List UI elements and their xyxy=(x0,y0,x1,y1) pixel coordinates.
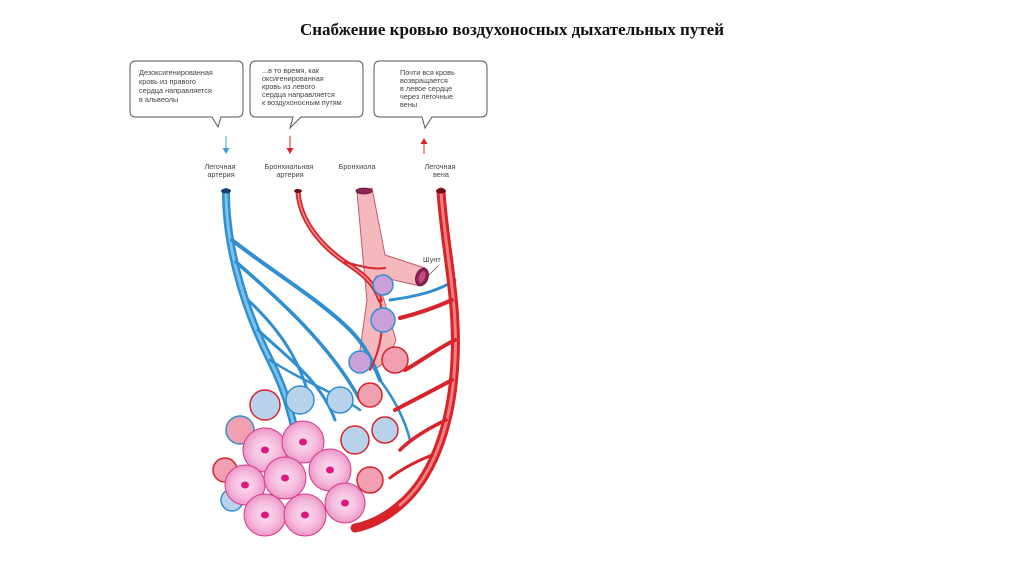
shunt-pointer xyxy=(427,265,439,277)
callout-middle-text: ...в то время, как оксигенированная кров… xyxy=(262,66,342,107)
callout-right-line: в левое сердце xyxy=(400,84,452,93)
flow-arrow-blue xyxy=(222,136,230,154)
callout-left: Дезоксигенированная кровь из правого сер… xyxy=(129,60,244,129)
capillary-network xyxy=(212,274,409,512)
callout-right-line: Почти вся кровь xyxy=(400,68,455,77)
callout-middle: ...в то время, как оксигенированная кров… xyxy=(249,60,364,130)
callout-middle-line: к воздухоносным путям xyxy=(262,98,342,107)
flow-arrow-red-up xyxy=(420,138,428,154)
callout-left-line: сердца направляется xyxy=(139,86,212,95)
callout-middle-line: кровь из левого xyxy=(262,82,315,91)
callout-middle-line: ...в то время, как xyxy=(262,66,320,75)
callout-left-line: в альвеолы xyxy=(139,95,178,104)
pulmonary-vein-vessel xyxy=(350,187,460,533)
callout-right-line: вены xyxy=(400,100,417,109)
callout-middle-line: оксигенированная xyxy=(262,74,324,83)
pulmonary-vein-opening xyxy=(436,188,446,194)
callout-middle-line: сердца направляется xyxy=(262,90,335,99)
bronchial-artery-opening xyxy=(294,189,302,193)
pulmonary-artery-opening xyxy=(221,188,231,194)
label-pulmonary-artery: Легочная артерия xyxy=(204,162,237,179)
callout-left-line: Дезоксигенированная xyxy=(139,68,213,77)
callout-right: Почти вся кровь возвращается в левое сер… xyxy=(373,60,488,130)
page-title: Снабжение кровью воздухоносных дыхательн… xyxy=(299,20,725,39)
label-bronchiole: Бронхиола xyxy=(339,162,377,171)
callout-left-line: кровь из правого xyxy=(139,77,196,86)
callout-right-text: Почти вся кровь возвращается в левое сер… xyxy=(400,68,457,109)
label-shunt: Шунт xyxy=(423,255,441,264)
alveoli-cluster xyxy=(224,420,366,537)
label-pulmonary-vein: Легочная вена xyxy=(424,162,457,179)
callout-right-line: через легочные xyxy=(400,92,453,101)
flow-arrow-red-down xyxy=(286,136,294,154)
callout-right-line: возвращается xyxy=(400,76,448,85)
callout-left-text: Дезоксигенированная кровь из правого сер… xyxy=(139,68,215,104)
label-bronchial-artery: Бронхиальная артерия xyxy=(265,162,316,179)
